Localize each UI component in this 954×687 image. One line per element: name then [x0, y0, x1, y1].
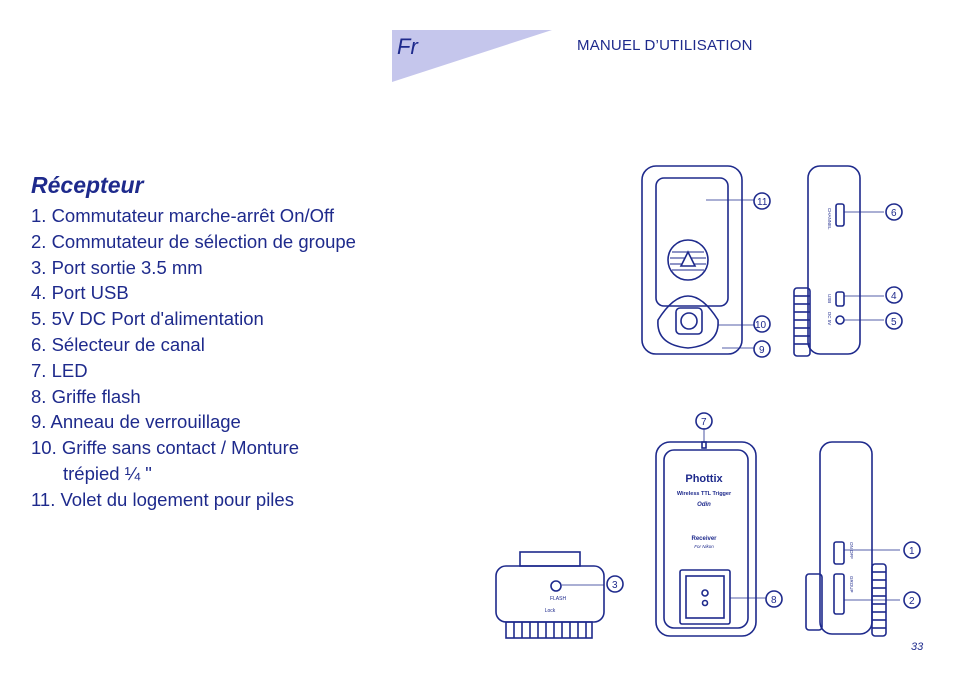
callout-4: 4: [891, 291, 897, 302]
list-item-continuation: trépied ¼ ": [31, 461, 356, 487]
list-item-continuation-text: trépied ¼ ": [63, 462, 152, 484]
lock-label: Lock: [545, 608, 556, 614]
callout-6: 6: [891, 208, 897, 219]
list-item: 7. LED: [31, 359, 88, 381]
language-tag: Fr: [397, 34, 418, 59]
on-off-label: ON OFF: [849, 542, 854, 559]
flash-label: FLASH: [550, 596, 567, 602]
callout-5: 5: [891, 317, 897, 328]
receiver-side-view-bottom: 1 2 ON OFF GROUP: [805, 441, 921, 637]
list-item: 11. Volet du logement pour piles: [31, 488, 294, 510]
receiver-back-view: 11 10 9: [641, 165, 771, 358]
section-title: Récepteur: [31, 172, 144, 198]
list-item: 1. Commutateur marche-arrêt On/Off: [31, 205, 334, 226]
list-item: 6. Sélecteur de canal: [31, 333, 205, 355]
brand-logo: Phottix: [685, 473, 723, 485]
receiver-bottom-view: 3 FLASH Lock: [495, 551, 624, 639]
product-line-3: Receiver: [691, 536, 717, 542]
list-item: 5. 5V DC Port d'alimentation: [31, 308, 264, 330]
dc-label: DC 5V: [827, 312, 832, 325]
usb-label: USB: [827, 294, 832, 303]
language-banner: [392, 30, 552, 82]
product-line-4: For Nikon: [694, 544, 714, 549]
channel-label: CHANNEL: [827, 208, 832, 230]
list-item: 9. Anneau de verrouillage: [31, 411, 241, 433]
receiver-front-view: 7 8 Phottix Wireless TTL Trigger Odin Re…: [655, 412, 783, 637]
list-item: 10. Griffe sans contact / Monture: [31, 437, 300, 459]
product-line-2: Odin: [697, 502, 711, 508]
callout-11: 11: [757, 197, 768, 208]
callout-10: 10: [755, 320, 767, 331]
callout-8: 8: [771, 595, 777, 606]
receiver-side-view-top: 6 4 5 CHANNEL USB DC 5V: [793, 165, 903, 357]
callout-3: 3: [612, 580, 618, 591]
callout-2: 2: [909, 596, 915, 607]
page-number: 33: [911, 641, 924, 653]
group-label: GROUP: [849, 576, 854, 593]
list-item: 8. Griffe flash: [31, 385, 141, 407]
manual-title: MANUEL D’UTILISATION: [577, 37, 753, 54]
list-item: 3. Port sortie 3.5 mm: [31, 256, 203, 278]
callout-1: 1: [909, 546, 915, 557]
callout-7: 7: [701, 417, 707, 428]
list-item: 2. Commutateur de sélection de groupe: [31, 230, 356, 252]
parts-list: 1. Commutateur marche-arrêt On/Off 2. Co…: [31, 203, 356, 513]
callout-9: 9: [759, 345, 765, 356]
product-line-1: Wireless TTL Trigger: [677, 491, 732, 497]
list-item: 4. Port USB: [31, 282, 129, 304]
